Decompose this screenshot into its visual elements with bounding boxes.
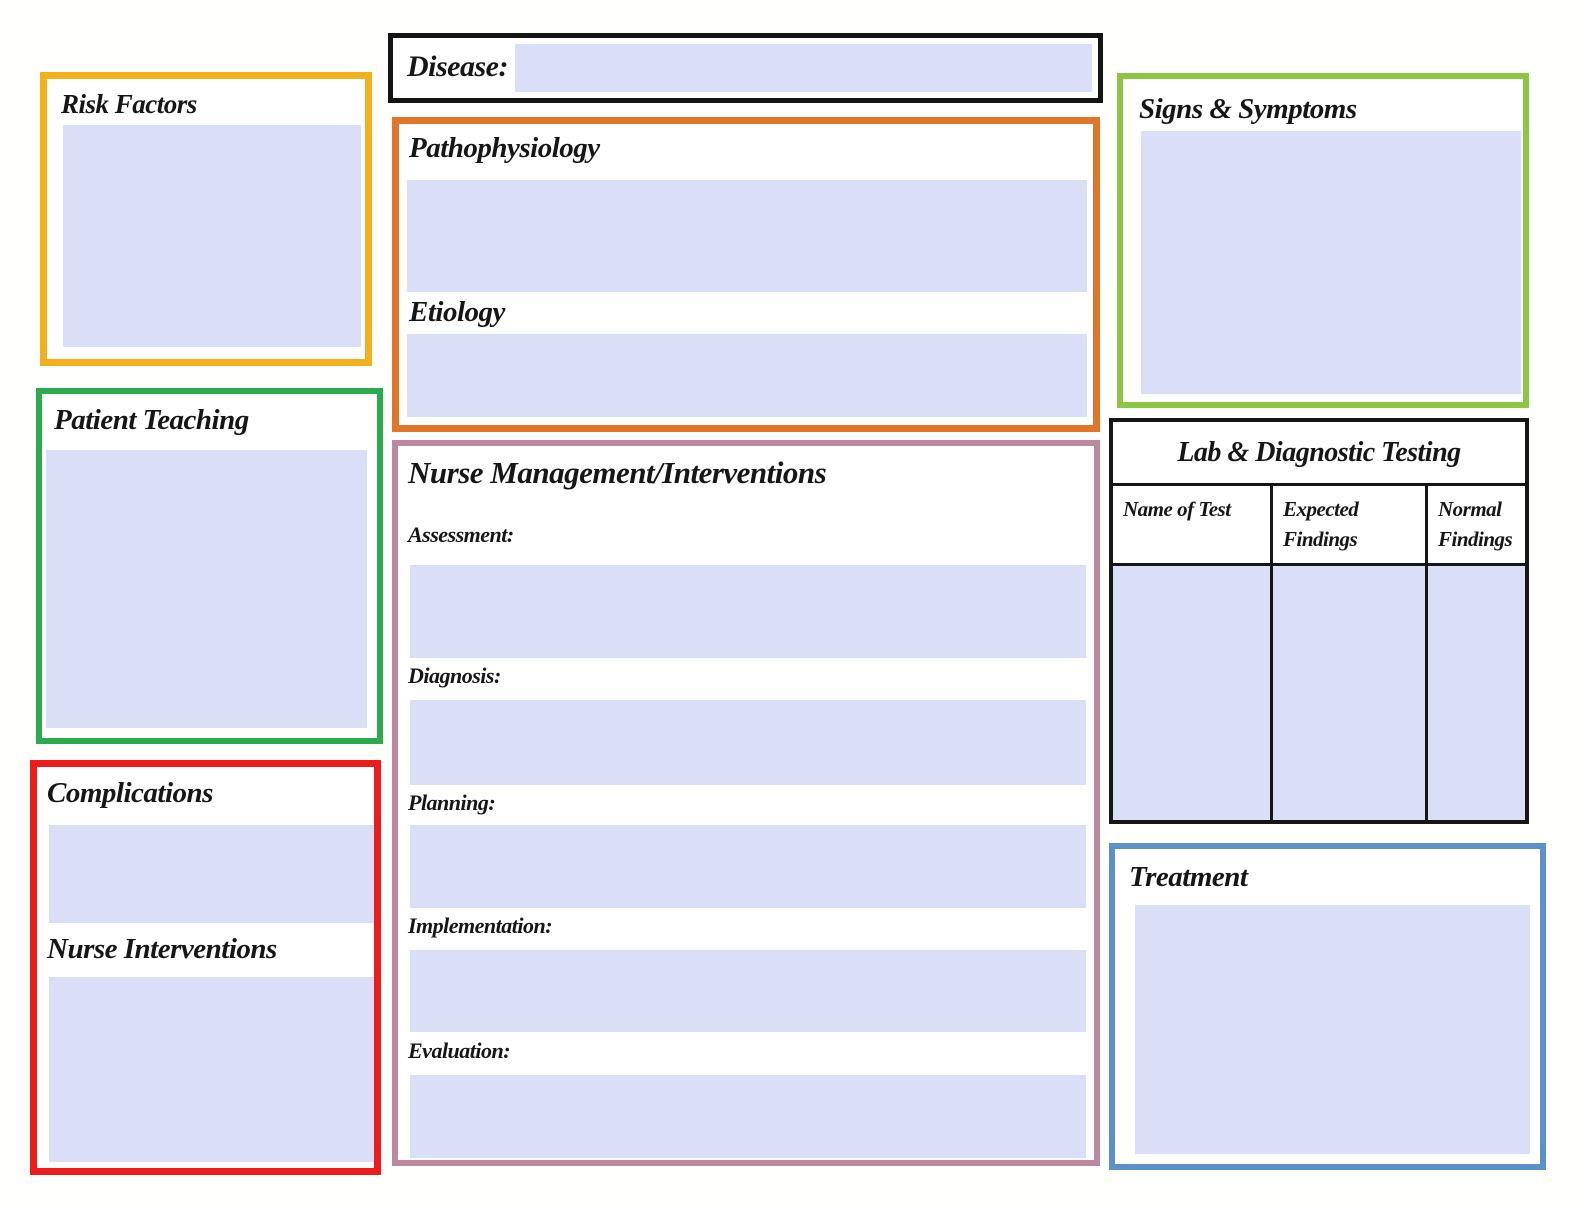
planning-field[interactable] (410, 825, 1086, 908)
patient-teaching-label: Patient Teaching (54, 404, 249, 436)
planning-label: Planning: (408, 790, 496, 815)
etiology-label: Etiology (409, 296, 505, 328)
lab-testing-box: Lab & Diagnostic Testing Name of Test Ex… (1109, 418, 1529, 824)
assessment-label: Assessment: (408, 522, 514, 547)
lab-cell-name-of-test[interactable] (1113, 565, 1273, 820)
evaluation-label: Evaluation: (408, 1038, 511, 1063)
assessment-field[interactable] (410, 565, 1086, 658)
patient-teaching-field[interactable] (46, 450, 367, 728)
treatment-box: Treatment (1109, 843, 1546, 1170)
risk-factors-field[interactable] (63, 125, 361, 347)
pathophysiology-label: Pathophysiology (409, 132, 600, 164)
lab-cell-expected-findings[interactable] (1273, 565, 1428, 820)
patho-etiology-box: Pathophysiology Etiology (392, 117, 1100, 432)
diagnosis-label: Diagnosis: (408, 663, 501, 688)
complications-label: Complications (47, 777, 213, 809)
signs-symptoms-label: Signs & Symptoms (1139, 93, 1357, 125)
signs-symptoms-box: Signs & Symptoms (1117, 73, 1529, 408)
patient-teaching-box: Patient Teaching (36, 388, 383, 744)
signs-symptoms-field[interactable] (1141, 131, 1521, 394)
treatment-label: Treatment (1129, 861, 1248, 893)
lab-col-header-name-of-test: Name of Test (1113, 486, 1273, 566)
implementation-label: Implementation: (408, 913, 553, 938)
nurse-management-box: Nurse Management/Interventions Assessmen… (392, 440, 1100, 1166)
evaluation-field[interactable] (410, 1075, 1086, 1158)
lab-cell-normal-findings[interactable] (1428, 565, 1525, 820)
complications-box: Complications Nurse Interventions (30, 760, 381, 1175)
lab-testing-title: Lab & Diagnostic Testing (1177, 436, 1461, 468)
etiology-field[interactable] (407, 334, 1087, 417)
implementation-field[interactable] (410, 950, 1086, 1032)
nurse-interventions-field[interactable] (49, 977, 374, 1162)
complications-field[interactable] (49, 825, 374, 923)
disease-field[interactable] (515, 44, 1092, 92)
lab-col-header-expected-findings: Expected Findings (1273, 486, 1428, 566)
nurse-interventions-label: Nurse Interventions (47, 933, 277, 965)
risk-factors-box: Risk Factors (40, 72, 372, 366)
treatment-field[interactable] (1135, 905, 1530, 1154)
diagnosis-field[interactable] (410, 700, 1086, 785)
pathophysiology-field[interactable] (407, 180, 1087, 292)
nurse-management-title: Nurse Management/Interventions (408, 455, 827, 490)
disease-box: Disease: (388, 33, 1103, 103)
disease-label: Disease: (407, 50, 508, 83)
lab-col-header-normal-findings: Normal Findings (1428, 486, 1525, 566)
risk-factors-label: Risk Factors (61, 89, 197, 119)
